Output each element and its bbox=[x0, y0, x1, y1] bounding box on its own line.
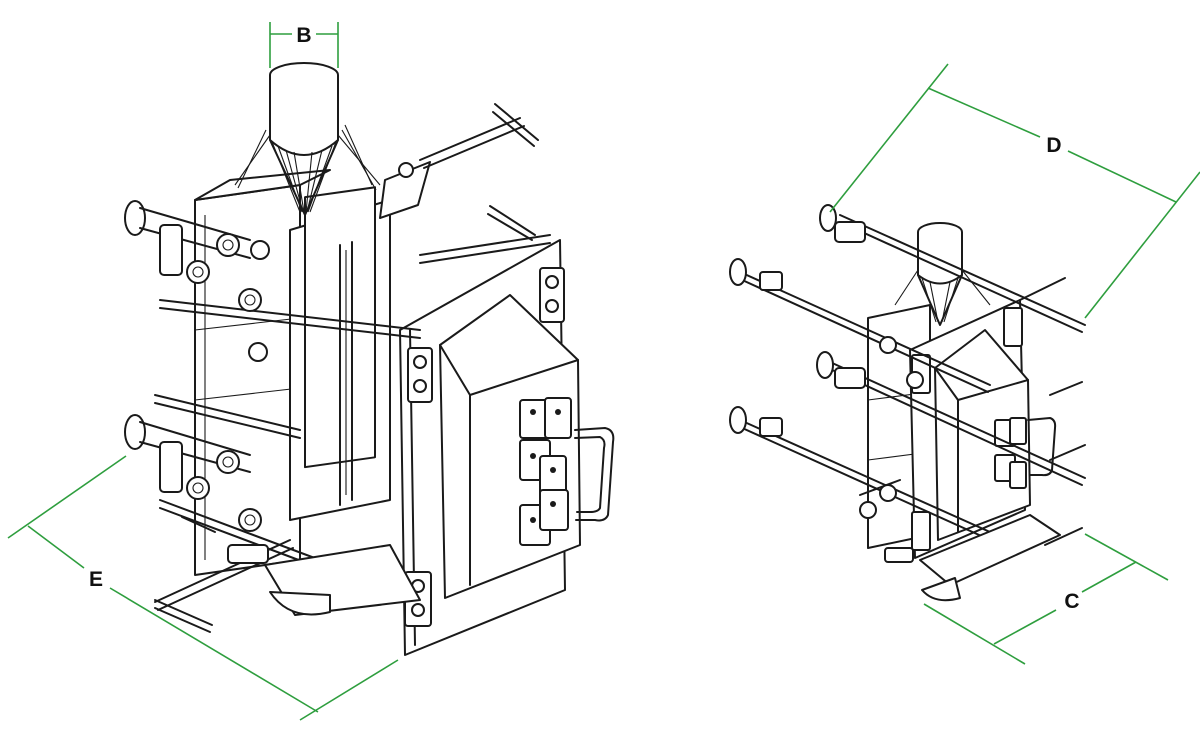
large-mount-drawing bbox=[124, 62, 615, 656]
dimension-label-d: D bbox=[1046, 134, 1061, 157]
dimension-label-b: B bbox=[296, 24, 311, 47]
small-mount-drawing bbox=[729, 204, 1086, 602]
dimension-label-e: E bbox=[89, 568, 103, 591]
dimension-label-c: C bbox=[1064, 590, 1079, 613]
dimension-b: B bbox=[269, 22, 339, 68]
dimension-d: D bbox=[829, 63, 1200, 319]
dimension-c: C bbox=[923, 533, 1169, 665]
dimension-e: E bbox=[7, 455, 399, 721]
